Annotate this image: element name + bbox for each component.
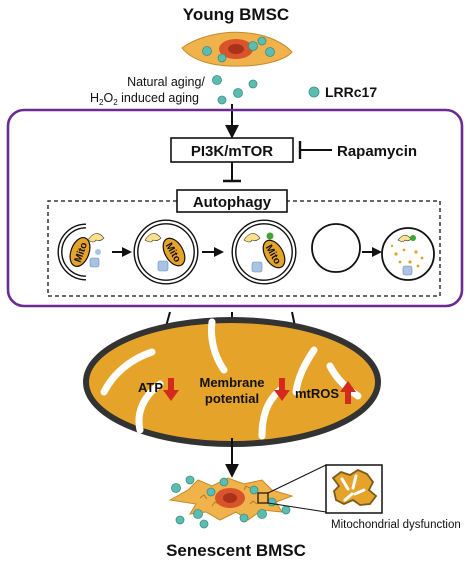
inducer-line1: Natural aging/ [127,75,205,89]
zoom-connector-top [267,464,327,494]
mtros-increase-arrow [340,381,356,404]
lysosome-fusion-stage: Mito [231,219,361,285]
lrrc17-legend-label: LRRc17 [325,84,377,100]
zoom-source-box [257,492,269,504]
phagophore-stage: Mito [57,223,105,281]
membrane-potential-line2: potential [205,391,259,406]
rapamycin-label: Rapamycin [337,143,417,160]
membrane-potential-line1: Membrane [199,375,264,390]
pathway-frame [6,108,464,308]
damaged-mitochondrion [331,468,378,506]
young-bmsc-cell [181,31,293,67]
title-young-bmsc: Young BMSC [183,5,289,24]
mtros-label: mtROS [295,386,339,401]
mitochondrion-cristae [100,318,362,440]
lrrc17-legend-dot [308,86,320,98]
pi3k-mtor-label: PI3K/mTOR [191,143,273,160]
autophagy-process-box [47,200,441,297]
inducer-line2: H2O2 induced aging [90,91,199,107]
autolysosome-stage [381,227,435,281]
pi3k-mtor-box [170,137,294,163]
autophagy-label: Autophagy [193,194,272,211]
zoom-connector-bottom [267,502,327,513]
title-senescent-bmsc: Senescent BMSC [166,541,306,560]
atp-label: ATP [138,380,163,395]
atp-decrease-arrow [163,378,179,401]
membrane-potential-decrease-arrow [274,378,290,401]
mitochondrial-dysfunction-label: Mitochondrial dysfunction [331,519,461,531]
autophagosome-stage: Mito [133,219,199,285]
senescent-lrrc17-dots [171,475,291,529]
young-lrrc17-dots [202,36,275,105]
